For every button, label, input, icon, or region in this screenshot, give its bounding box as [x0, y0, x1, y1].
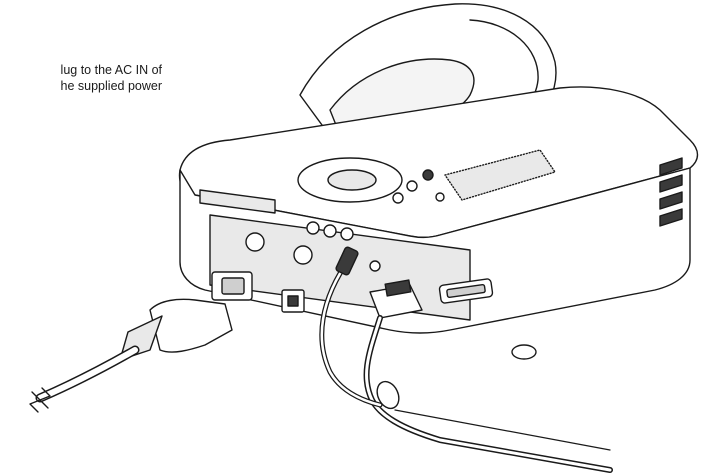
audio-jack — [369, 260, 381, 272]
caption-line-1: lug to the AC IN of — [60, 63, 162, 77]
button-3 — [422, 169, 434, 181]
foot-right — [511, 344, 537, 360]
button-2 — [406, 180, 418, 192]
s-video-port-2 — [293, 245, 313, 265]
av-plug — [335, 246, 359, 276]
card-slot — [199, 189, 276, 214]
rca-jack-1 — [306, 221, 320, 235]
side-vents — [659, 157, 683, 227]
caption-line-2: he supplied power — [60, 79, 162, 93]
rca-jack-3 — [340, 227, 354, 241]
speaker-grille — [444, 149, 556, 201]
cord-break — [29, 387, 51, 413]
rca-jack-2 — [323, 224, 337, 238]
ferrite-core — [376, 380, 400, 410]
button-1 — [392, 192, 404, 204]
ac-plug — [149, 298, 233, 353]
instruction-caption: lug to the AC IN of he supplied power — [0, 62, 162, 94]
button-4 — [435, 192, 445, 202]
control-dial — [327, 169, 377, 191]
s-video-port — [245, 232, 265, 252]
